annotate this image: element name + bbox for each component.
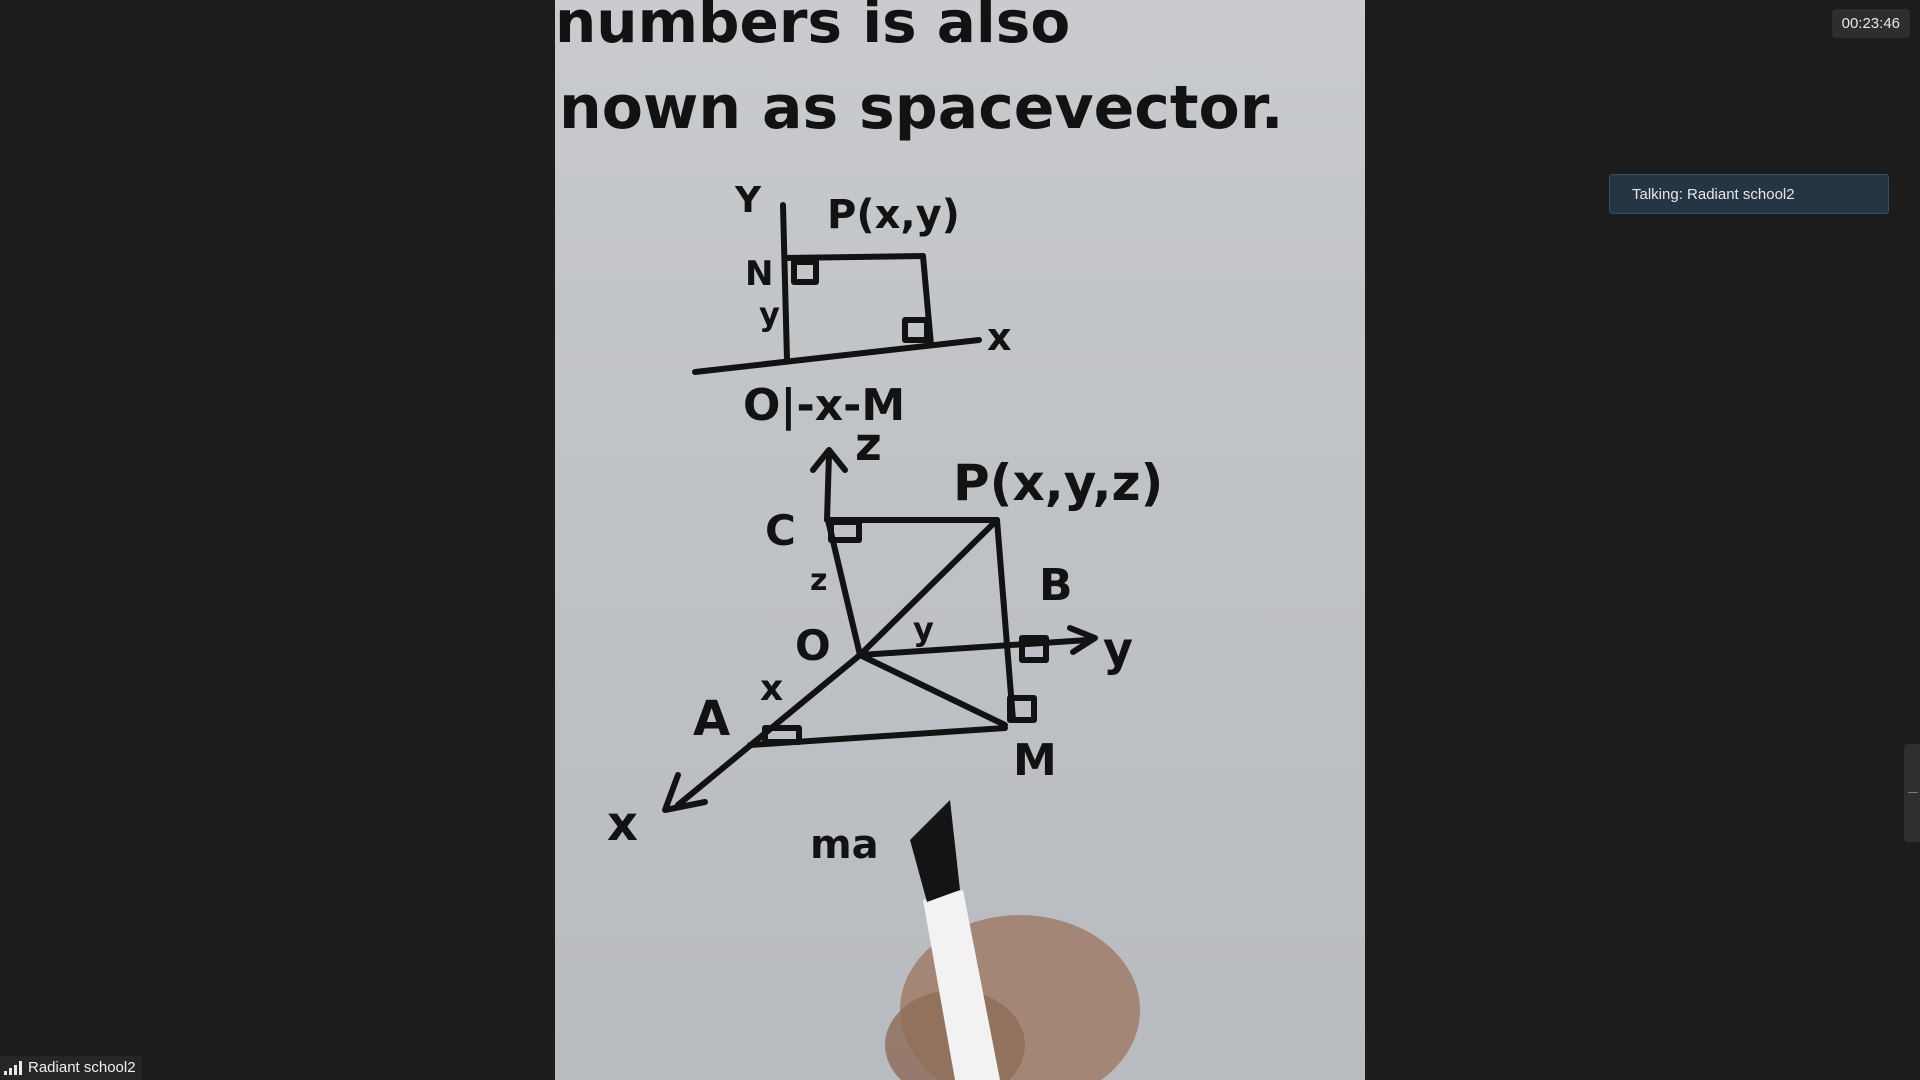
svg-text:y: y <box>1103 622 1133 676</box>
svg-text:ma: ma <box>810 822 879 868</box>
svg-text:B: B <box>1039 560 1073 611</box>
participant-name: Radiant school2 <box>28 1059 136 1076</box>
svg-text:A: A <box>693 691 730 747</box>
svg-text:x: x <box>987 315 1012 359</box>
svg-text:x: x <box>607 796 638 852</box>
shared-video-feed: numbers is also nown as spacevector. Y P… <box>555 0 1365 1080</box>
participant-label: Radiant school2 <box>0 1056 142 1080</box>
svg-text:Y: Y <box>734 180 762 221</box>
meeting-timer: 00:23:46 <box>1831 9 1910 38</box>
svg-text:z: z <box>810 563 827 598</box>
whiteboard-drawing: numbers is also nown as spacevector. Y P… <box>555 0 1284 1080</box>
svg-text:x: x <box>760 668 783 709</box>
svg-text:y: y <box>913 610 934 648</box>
side-panel-handle[interactable] <box>1904 744 1920 842</box>
svg-text:z: z <box>855 417 882 471</box>
svg-text:P(x,y,z): P(x,y,z) <box>953 454 1163 512</box>
svg-text:M: M <box>1013 735 1057 786</box>
svg-text:O: O <box>795 621 831 670</box>
svg-text:N: N <box>745 254 773 294</box>
svg-text:C: C <box>765 506 796 555</box>
talking-indicator: Talking: Radiant school2 <box>1609 174 1889 214</box>
handwriting-line-1: numbers is also <box>555 0 1070 56</box>
svg-text:y: y <box>759 295 780 333</box>
handwriting-line-2: nown as spacevector. <box>559 73 1284 143</box>
svg-text:P(x,y): P(x,y) <box>827 192 960 238</box>
svg-text:O|-x-M: O|-x-M <box>743 380 905 431</box>
signal-strength-icon <box>4 1061 22 1075</box>
grip-icon <box>1908 792 1918 793</box>
